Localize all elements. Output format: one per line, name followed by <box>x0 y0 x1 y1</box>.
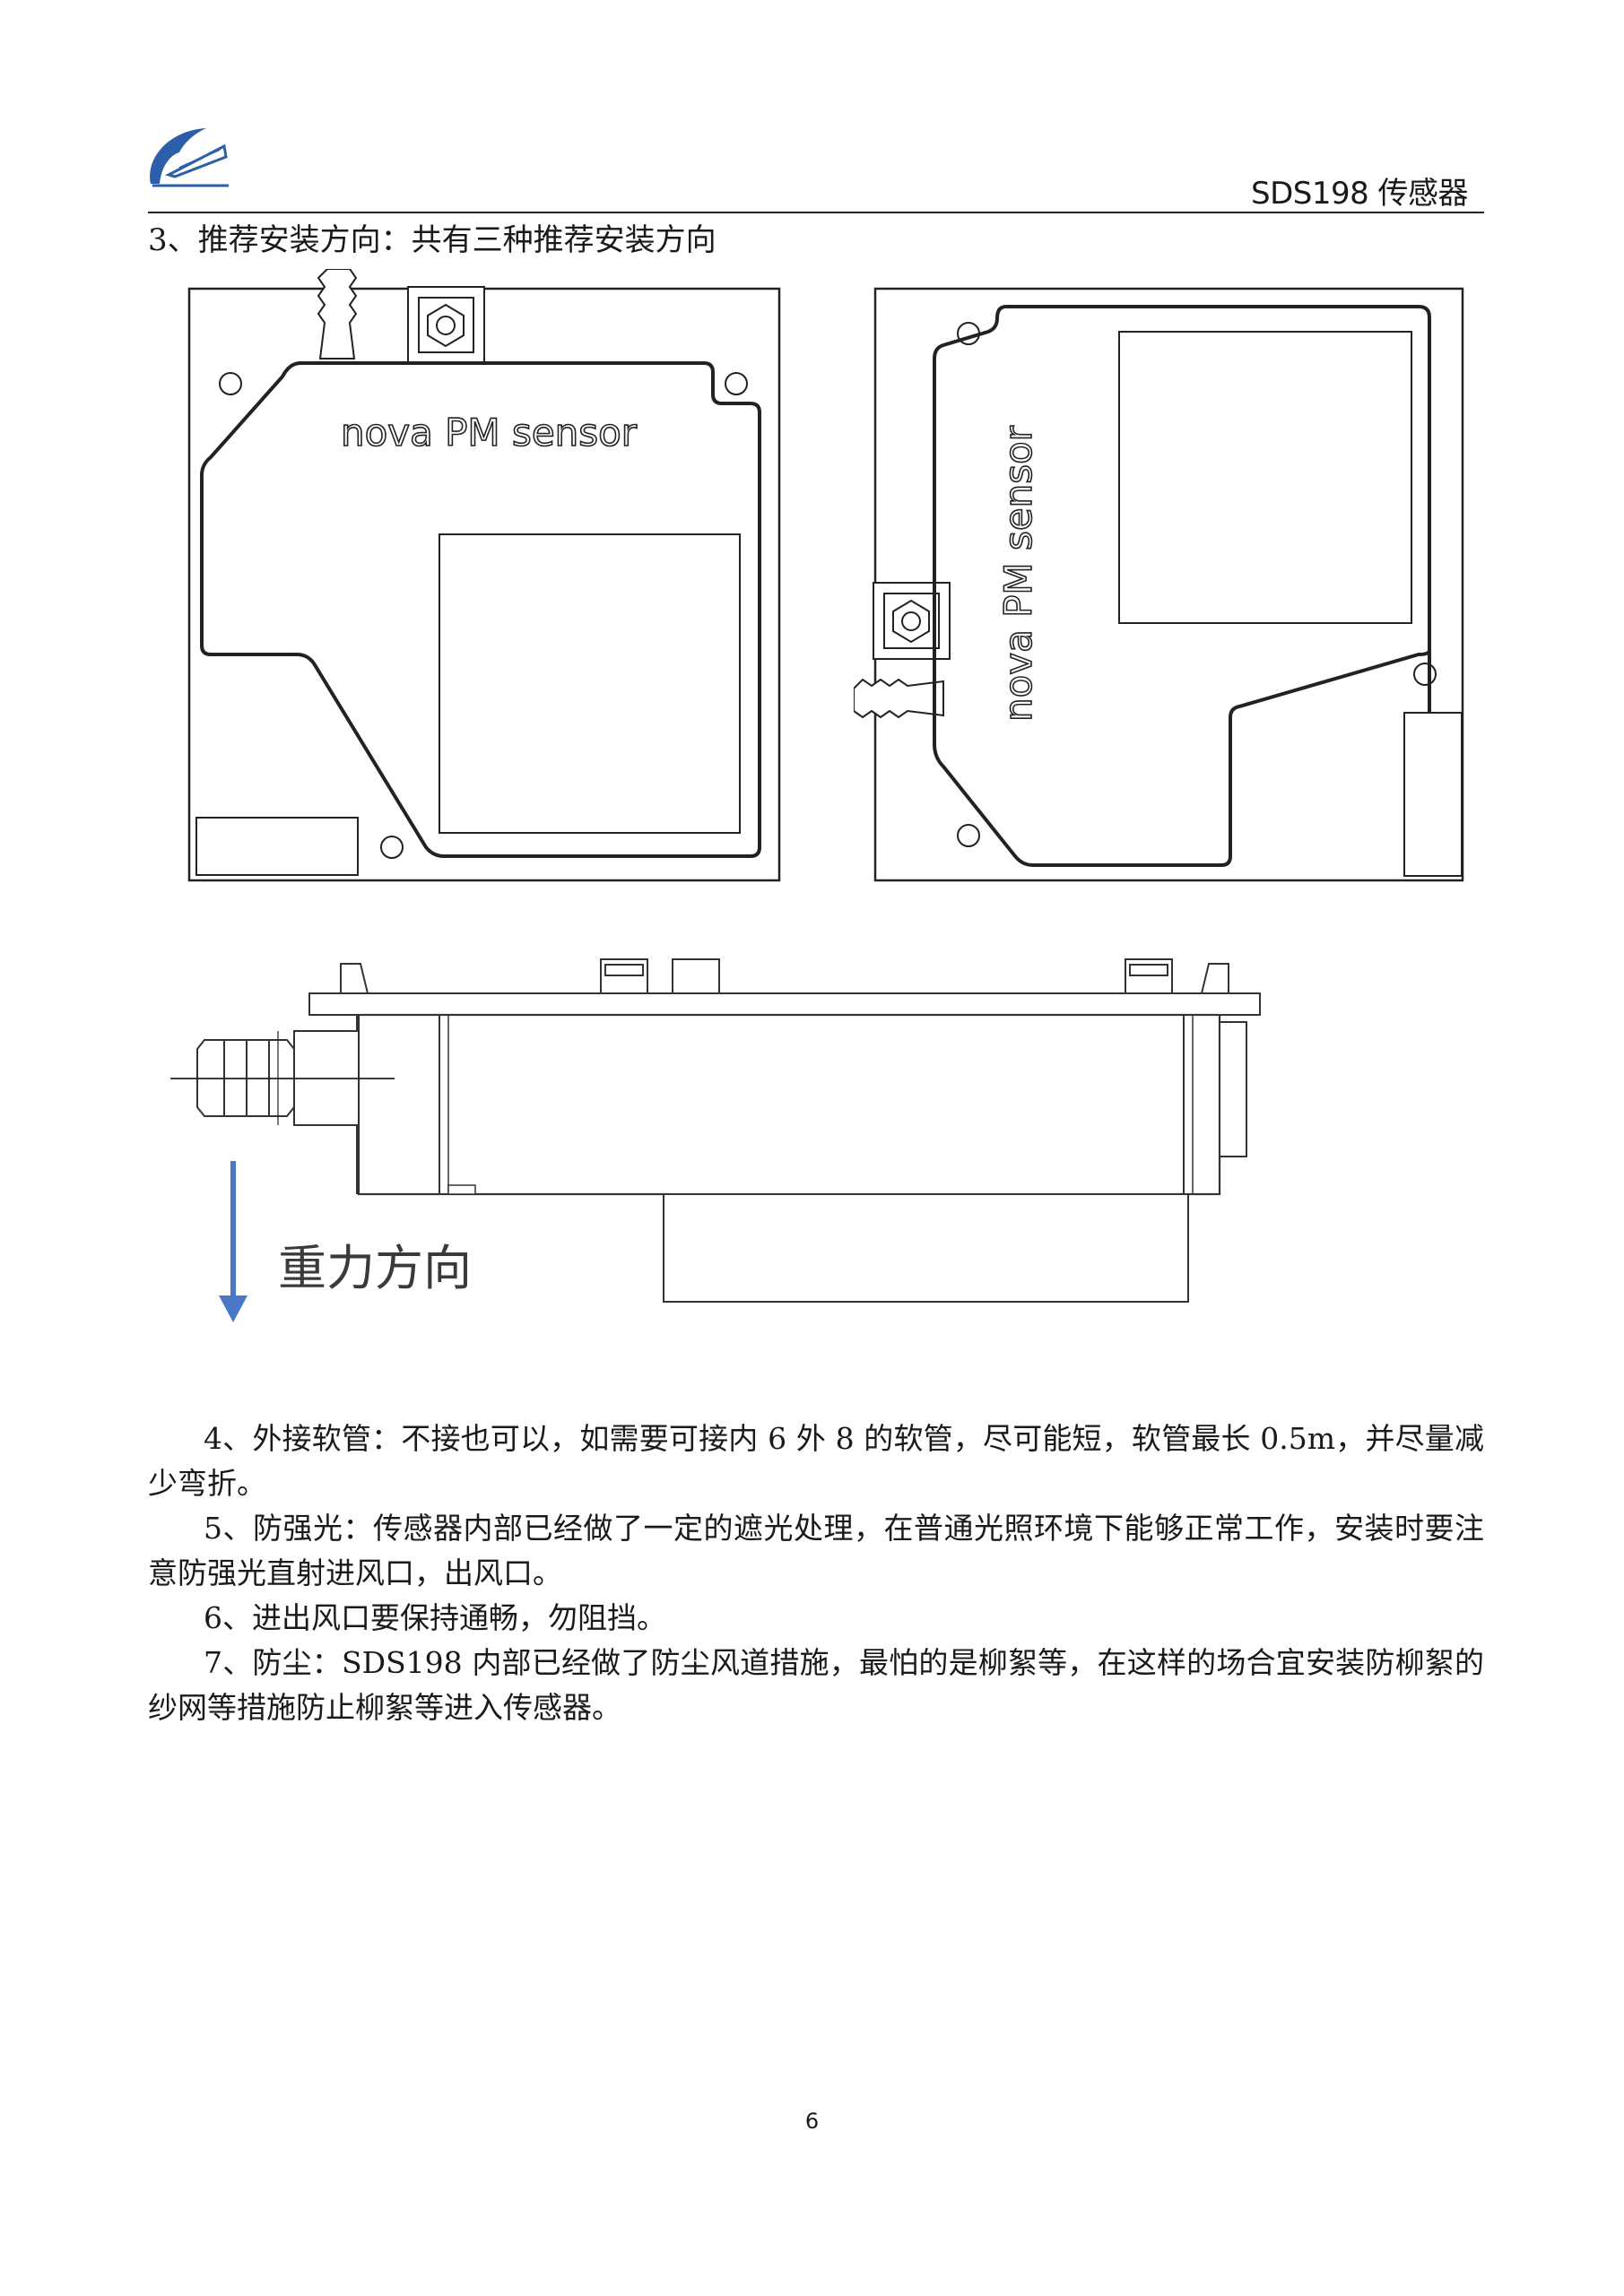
housing-outline <box>933 305 1431 867</box>
sensor-top-view-b: nova PM sensor <box>854 287 1464 882</box>
sensor-side-view <box>170 958 1261 1322</box>
paragraph-text: 6、进出风口要保持通畅，勿阻挡。 <box>204 1600 666 1635</box>
sensor-window <box>1118 331 1412 624</box>
sensor-lid <box>308 992 1261 1016</box>
gravity-direction-label: 重力方向 <box>278 1240 472 1296</box>
mount-hole <box>725 372 748 395</box>
connector <box>873 582 951 660</box>
paragraph-text: 4、外接软管：不接也可以，如需要可接内 6 外 8 的软管，尽可能短，软管最长 … <box>148 1421 1484 1501</box>
section-heading: 3、推荐安装方向：共有三种推荐安装方向 <box>148 222 716 258</box>
doc-header-title: SDS198 传感器 <box>1251 176 1469 212</box>
sensor-window <box>439 533 741 834</box>
paragraph-light: 5、防强光：传感器内部已经做了一定的遮光处理，在普通光照环境下能够正常工作，安装… <box>148 1506 1484 1596</box>
mount-hole <box>1413 663 1437 686</box>
top-clips <box>340 958 1229 994</box>
paragraph-hose: 4、外接软管：不接也可以，如需要可接内 6 外 8 的软管，尽可能短，软管最长 … <box>148 1417 1484 1506</box>
connector <box>407 286 485 364</box>
logo-icon <box>150 128 229 187</box>
label-box <box>195 817 359 876</box>
mount-hole <box>957 824 980 847</box>
paragraph-dust: 7、防尘：SDS198 内部已经做了防尘风道措施，最怕的是柳絮等，在这样的场合宜… <box>148 1641 1484 1730</box>
page-number: 6 <box>804 2109 820 2134</box>
housing-outline <box>200 361 761 858</box>
mount-hole <box>380 836 404 859</box>
bottom-module <box>663 1193 1189 1303</box>
air-inlet-nozzle <box>854 678 944 719</box>
paragraph-text: 7、防尘：SDS198 内部已经做了防尘风道措施，最怕的是柳絮等，在这样的场合宜… <box>148 1645 1484 1725</box>
air-inlet-nozzle <box>317 269 358 360</box>
mount-hole <box>219 372 242 395</box>
paragraph-vents: 6、进出风口要保持通畅，勿阻挡。 <box>148 1596 1484 1641</box>
header-rule <box>148 212 1484 213</box>
sensor-top-view-a: nova PM sensor <box>187 269 781 882</box>
sensor-body <box>357 1013 1221 1196</box>
gravity-arrow-icon <box>219 1161 248 1322</box>
sensor-label: nova PM sensor <box>341 411 638 455</box>
company-logo <box>143 121 233 193</box>
sensor-label: nova PM sensor <box>996 425 1040 722</box>
label-box <box>1403 712 1463 877</box>
paragraph-text: 5、防强光：传感器内部已经做了一定的遮光处理，在普通光照环境下能够正常工作，安装… <box>148 1511 1484 1590</box>
